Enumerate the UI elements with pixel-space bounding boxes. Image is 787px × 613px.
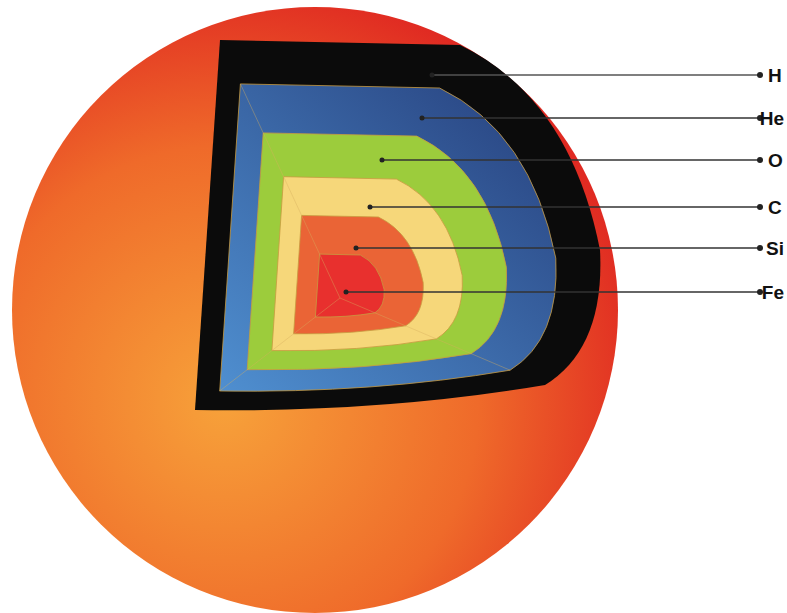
leader-line (420, 115, 764, 121)
leader-dot (757, 204, 763, 210)
leader-dot (368, 205, 373, 210)
leader-dot (757, 157, 763, 163)
leader-line (368, 204, 764, 210)
leader-dot (420, 116, 425, 121)
leader-dot (757, 72, 763, 78)
leader-line (354, 245, 764, 251)
leader-stroke (346, 291, 760, 292)
cut-edge (220, 298, 340, 391)
leader-line (344, 289, 764, 295)
leader-stroke (370, 206, 760, 207)
leader-stroke (422, 117, 760, 118)
star-sphere (12, 7, 618, 613)
helium-shell (220, 84, 556, 391)
leader-stroke (356, 247, 760, 248)
leader-dot (380, 158, 385, 163)
hydrogen-shell (195, 40, 600, 410)
iron-core (315, 254, 384, 317)
leader-dot (430, 73, 435, 78)
leader-line (380, 157, 764, 163)
oxygen-shell (247, 133, 506, 370)
leader-line (430, 72, 764, 78)
leader-dot (344, 290, 349, 295)
carbon-shell (272, 177, 462, 351)
layer-label: O (768, 151, 783, 170)
leader-stroke (382, 159, 760, 160)
layer-label: C (768, 198, 782, 217)
layer-label: Si (766, 239, 784, 258)
layer-label: Fe (762, 283, 784, 302)
silicon-shell (294, 215, 424, 334)
leader-stroke (432, 74, 760, 75)
layer-label: He (760, 109, 784, 128)
layer-label: H (768, 66, 782, 85)
cut-edge (340, 298, 510, 370)
cut-edge (240, 84, 340, 298)
leader-dot (757, 245, 763, 251)
leader-dot (354, 246, 359, 251)
